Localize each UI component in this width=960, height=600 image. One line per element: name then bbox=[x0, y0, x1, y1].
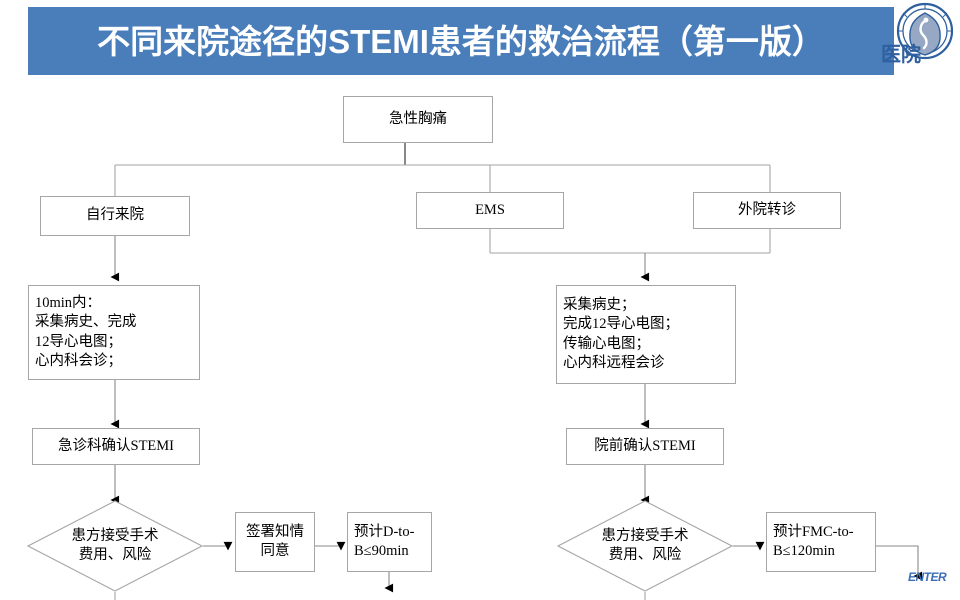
node-sign-consent[interactable]: 签署知情 同意 bbox=[235, 512, 315, 572]
decision-left-patient-consent[interactable]: 患方接受手术 费用、风险 bbox=[27, 500, 203, 592]
node-acute-chest-pain[interactable]: 急性胸痛 bbox=[343, 96, 493, 143]
title-banner: 不同来院途径的STEMI患者的救治流程（第一版） bbox=[28, 7, 894, 75]
node-outside-referral[interactable]: 外院转诊 bbox=[693, 192, 841, 229]
node-self-presenting[interactable]: 自行来院 bbox=[40, 196, 190, 236]
diamond-shape bbox=[557, 500, 733, 592]
node-left-workup[interactable]: 10min内： 采集病史、完成 12导心电图； 心内科会诊； bbox=[28, 285, 200, 380]
node-right-workup[interactable]: 采集病史； 完成12导心电图； 传输心电图； 心内科远程会诊 bbox=[556, 285, 736, 384]
watermark-text: ENTER bbox=[908, 570, 947, 584]
diamond-shape bbox=[27, 500, 203, 592]
node-ems[interactable]: EMS bbox=[416, 192, 564, 229]
node-dtob-target[interactable]: 预计D-to- B≤90min bbox=[347, 512, 432, 572]
node-prehospital-confirm-stemi[interactable]: 院前确认STEMI bbox=[566, 428, 724, 465]
decision-right-patient-consent[interactable]: 患方接受手术 费用、风险 bbox=[557, 500, 733, 592]
page-title: 不同来院途径的STEMI患者的救治流程（第一版） bbox=[97, 22, 825, 60]
node-ed-confirm-stemi[interactable]: 急诊科确认STEMI bbox=[32, 428, 200, 465]
logo-caption: 医院 bbox=[881, 44, 921, 66]
hospital-logo-icon bbox=[896, 2, 954, 60]
node-fmctob-target[interactable]: 预计FMC-to- B≤120min bbox=[766, 512, 876, 572]
